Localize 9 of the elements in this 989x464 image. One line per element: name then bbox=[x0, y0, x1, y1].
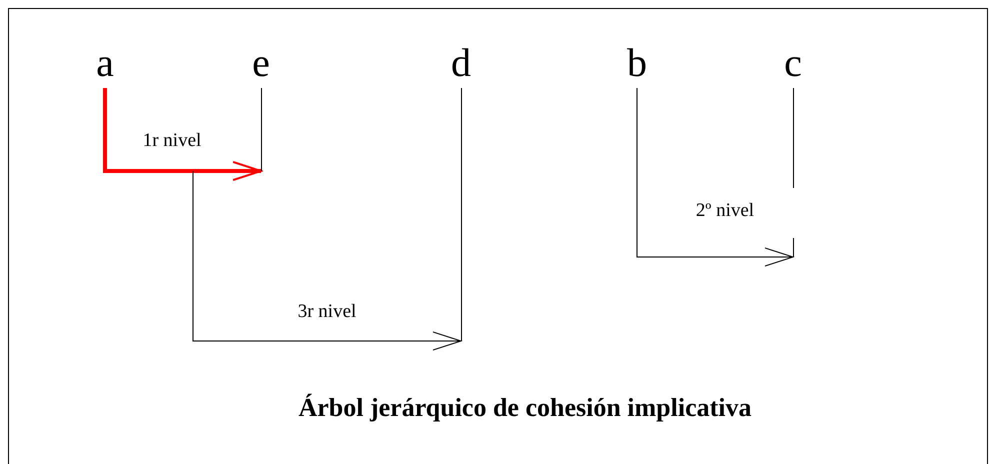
leaf-label: a bbox=[85, 42, 125, 88]
diagram-title: Árbol jerárquico de cohesión implicativa bbox=[297, 392, 753, 424]
arrow bbox=[103, 88, 262, 181]
leaf-label: e bbox=[241, 42, 281, 171]
leaf-label: d bbox=[441, 42, 481, 341]
leaf-label: c bbox=[773, 42, 813, 257]
arrow bbox=[636, 88, 794, 266]
leaf-label: b bbox=[617, 42, 657, 88]
arrow bbox=[192, 170, 462, 350]
